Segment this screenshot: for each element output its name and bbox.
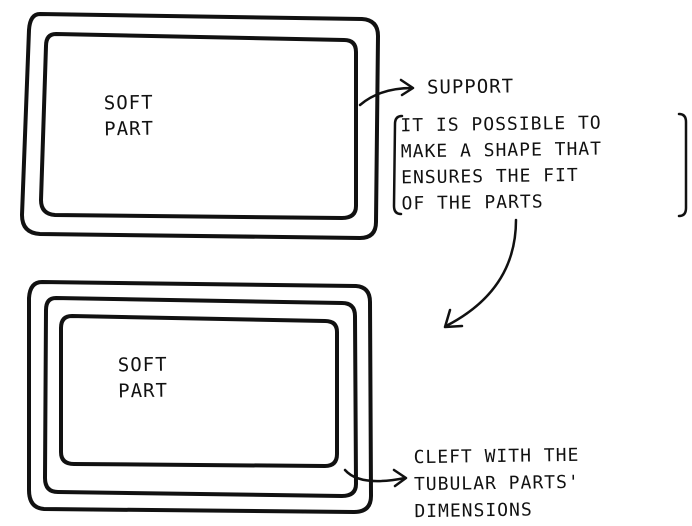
- support-note-line: IT IS POSSIBLE TO: [400, 112, 602, 137]
- support-label: SUPPORT: [426, 75, 515, 99]
- bottom-cleft-outline: [43, 296, 358, 498]
- fit-arrow: [444, 218, 518, 328]
- support-note-line: ENSURES THE FIT: [401, 164, 579, 189]
- top-soft-part-label-line2: PART: [104, 117, 155, 141]
- cleft-arrowhead: [392, 468, 408, 488]
- support-note: IT IS POSSIBLE TO MAKE A SHAPE THAT ENSU…: [400, 111, 603, 218]
- bottom-outer-frame: [27, 280, 373, 514]
- top-soft-part-outline: [39, 32, 358, 220]
- cleft-note-line: DIMENSIONS: [414, 499, 533, 523]
- top-soft-part-label-line1: SOFT: [103, 91, 154, 115]
- fit-arrowhead: [443, 308, 464, 329]
- top-soft-part-label: SOFT PART: [104, 90, 154, 143]
- bottom-soft-part-label: SOFT PART: [118, 352, 168, 405]
- support-arrow: [358, 86, 414, 107]
- bottom-soft-part-label-line1: SOFT: [117, 353, 168, 377]
- support-note-line: OF THE PARTS: [401, 191, 544, 215]
- bottom-soft-part-outline: [59, 314, 339, 468]
- cleft-arrow: [343, 468, 407, 483]
- top-outer-frame: [20, 12, 380, 240]
- bottom-soft-part-label-line2: PART: [118, 379, 169, 403]
- note-left-bracket: [392, 114, 404, 216]
- cleft-note: CLEFT WITH THE TUBULAR PARTS' DIMENSIONS: [413, 442, 580, 525]
- note-right-bracket: [677, 112, 688, 218]
- support-note-line: MAKE A SHAPE THAT: [400, 138, 603, 163]
- cleft-note-line: TUBULAR PARTS': [413, 471, 580, 496]
- cleft-note-line: CLEFT WITH THE: [413, 444, 580, 469]
- support-arrowhead: [399, 78, 415, 97]
